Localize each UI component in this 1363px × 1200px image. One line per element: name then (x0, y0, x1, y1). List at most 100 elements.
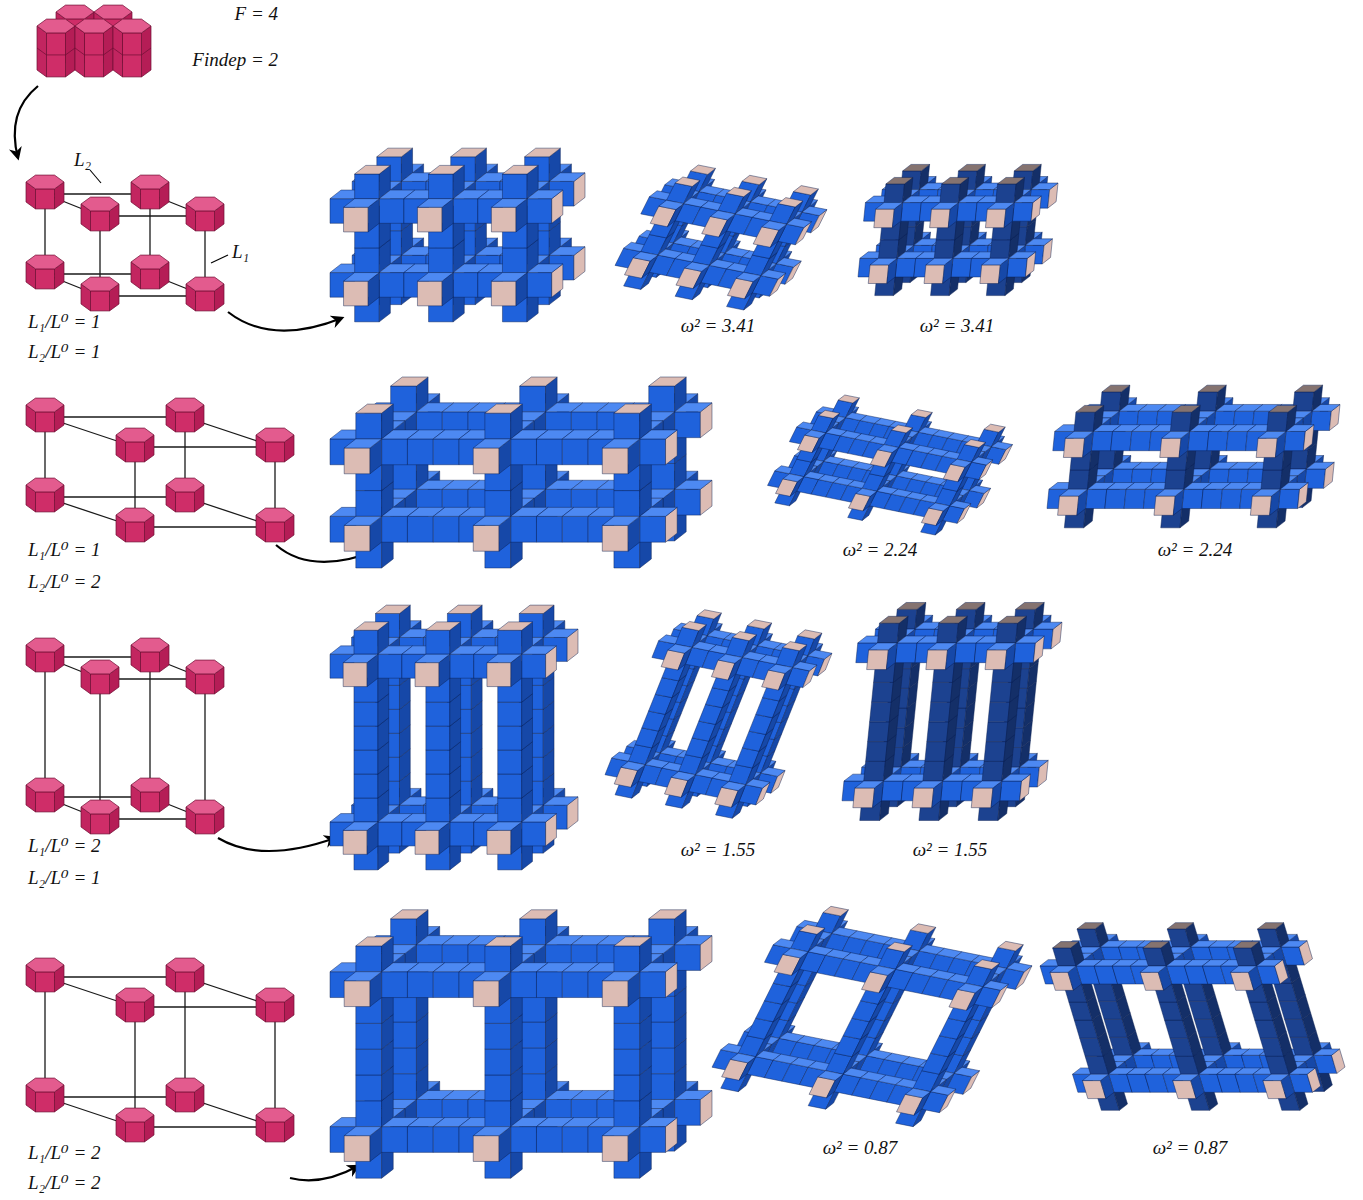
prism-top (131, 175, 169, 189)
structure-face (614, 404, 651, 413)
structure-face (356, 404, 393, 413)
prism-top (81, 277, 119, 291)
lattice-bond (135, 1126, 275, 1127)
prism-top (186, 660, 224, 674)
structure-face (972, 457, 993, 465)
structure-face (1007, 258, 1027, 277)
structure-face (914, 781, 943, 788)
structure-face (1261, 470, 1282, 489)
structure-face (925, 742, 947, 762)
structure-face (520, 910, 557, 919)
structure-face (473, 1127, 510, 1136)
structure-face (934, 240, 954, 259)
prism-side (141, 792, 160, 812)
structure-face (897, 602, 926, 609)
metamaterial-structure (330, 148, 585, 322)
structure-face (927, 722, 949, 742)
structure-face (691, 165, 716, 174)
prism-top (166, 478, 204, 492)
structure-face (928, 643, 957, 650)
structure-face (640, 516, 666, 542)
structure-face (621, 761, 645, 770)
prism-side (196, 814, 215, 834)
leader-line (90, 170, 101, 183)
structure-face (884, 184, 904, 203)
structure-face (675, 1090, 712, 1099)
structure-face (869, 643, 898, 650)
structure-face (891, 425, 912, 433)
structure-face (1306, 462, 1334, 469)
structure-face (522, 814, 557, 822)
structure-face (543, 797, 578, 805)
structure-face (956, 602, 985, 609)
structure-face (344, 273, 380, 282)
structure-face (991, 442, 1012, 450)
prism-top (81, 660, 119, 674)
structure-face (391, 386, 417, 412)
structure-face (668, 644, 692, 653)
structure-face (901, 203, 921, 222)
structure-face (697, 610, 721, 619)
structure-face (998, 177, 1025, 184)
structure-face (344, 439, 381, 448)
structure-face (1060, 489, 1088, 496)
structure-face (511, 516, 537, 542)
structure-face (941, 781, 963, 801)
structure-face (937, 623, 959, 643)
structure-face (602, 525, 628, 551)
structure-face (675, 480, 712, 489)
structure-face (868, 265, 888, 284)
prism-top (81, 197, 119, 211)
prism-side (141, 269, 160, 289)
structure-face (746, 779, 770, 788)
structure-face (736, 272, 761, 281)
structure-face (519, 605, 554, 613)
structure-face (985, 209, 1005, 228)
structure-face (878, 623, 900, 643)
structure-face (876, 203, 903, 210)
structure-face (485, 491, 511, 517)
prism-top (131, 778, 169, 792)
structure-face (969, 485, 990, 493)
structure-face (973, 781, 1002, 788)
structure-face (998, 616, 1027, 623)
prism-side (36, 652, 55, 672)
metamaterial-structure (858, 164, 1058, 295)
structure-face (853, 788, 875, 808)
structure-face (525, 148, 561, 157)
structure-face (433, 972, 459, 998)
structure-face (378, 822, 402, 846)
metamaterial-structure (615, 165, 827, 310)
unit-cell-lattice (26, 638, 224, 834)
structure-face (511, 1127, 537, 1153)
prism-joint (37, 48, 75, 55)
structure-face (355, 248, 380, 273)
prism-top (56, 5, 94, 19)
structure-face (491, 281, 516, 306)
structure-face (987, 203, 1014, 210)
structure-face (527, 273, 552, 298)
structure-face (675, 489, 701, 515)
structure-face (640, 507, 677, 516)
structure-face (433, 1127, 459, 1153)
structure-face (485, 1023, 511, 1049)
lattice-bond (204, 679, 205, 819)
structure-face (356, 491, 382, 517)
curved-arrow (15, 86, 38, 158)
structure-face (838, 395, 859, 403)
unit-cell-lattice (26, 398, 294, 542)
prism-side (176, 492, 195, 512)
structure-face (951, 258, 971, 277)
prism-side (266, 442, 285, 462)
prism-side (141, 189, 160, 209)
structure-face (1198, 385, 1226, 392)
structure-face (355, 174, 380, 199)
prism-top (26, 398, 64, 412)
structure-face (964, 439, 985, 447)
structure-face (1250, 496, 1271, 515)
structure-face (1014, 643, 1036, 663)
structure-face (675, 403, 712, 412)
structure-face (549, 247, 585, 256)
structure-face (1256, 438, 1277, 457)
arrows (15, 86, 378, 1180)
